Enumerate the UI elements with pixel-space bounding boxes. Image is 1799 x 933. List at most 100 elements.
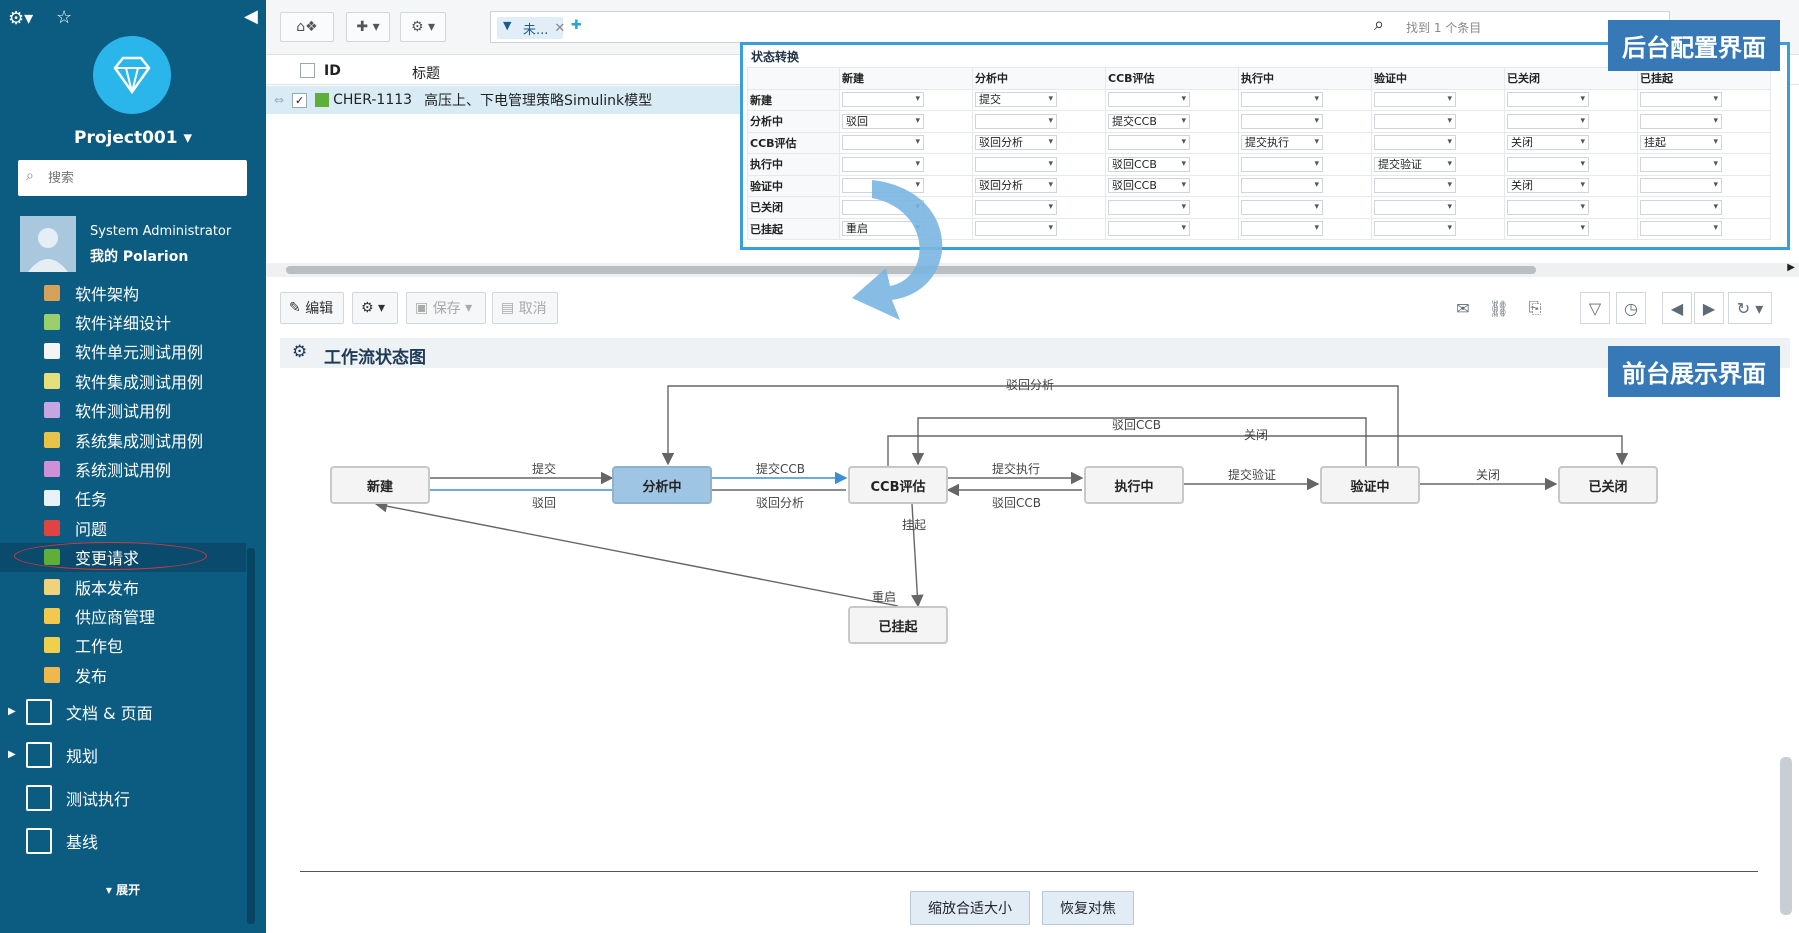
transition-select[interactable] (1108, 199, 1190, 215)
sidebar-item[interactable]: 任务 (0, 484, 246, 513)
sidebar-item[interactable]: 软件测试用例 (0, 396, 246, 425)
sidebar-item[interactable]: 软件架构 (0, 278, 246, 307)
my-polarion-link[interactable]: 我的 Polarion (90, 249, 189, 265)
transition-select[interactable] (1241, 156, 1323, 172)
expand-arrow-icon[interactable]: ▶ (8, 706, 16, 717)
settings-dropdown-icon[interactable]: ⚙ ▾ (400, 12, 446, 42)
collapse-sidebar-icon[interactable]: ◀ (244, 6, 258, 27)
avatar[interactable] (20, 216, 76, 272)
transition-select[interactable] (1507, 156, 1589, 172)
transition-select[interactable] (1108, 135, 1190, 151)
transition-select[interactable] (1507, 113, 1589, 129)
transition-select[interactable] (1374, 135, 1456, 151)
sidebar-section[interactable]: 基线 (0, 819, 246, 862)
sidebar-item[interactable]: 软件单元测试用例 (0, 337, 246, 366)
transition-select[interactable] (975, 221, 1057, 237)
transition-select[interactable] (1108, 221, 1190, 237)
project-selector[interactable]: Project001 ▾ (73, 128, 193, 148)
filter-icon[interactable]: ▽ (1580, 292, 1610, 324)
transition-select[interactable] (1640, 92, 1722, 108)
reset-focus-button[interactable]: 恢复对焦 (1042, 891, 1134, 925)
create-icon[interactable]: ⌂❖ (280, 12, 334, 42)
add-dropdown-icon[interactable]: ✚ ▾ (346, 12, 390, 42)
transition-select[interactable]: 关闭 (1507, 135, 1589, 151)
plus-icon[interactable]: ✚ (571, 18, 582, 33)
node-verify[interactable]: 验证中 (1320, 466, 1420, 504)
transition-select[interactable] (1374, 113, 1456, 129)
sidebar-item[interactable]: 软件详细设计 (0, 307, 246, 336)
node-analysis[interactable]: 分析中 (612, 466, 712, 504)
node-exec[interactable]: 执行中 (1084, 466, 1184, 504)
transition-select[interactable] (1374, 92, 1456, 108)
transition-select[interactable] (1374, 221, 1456, 237)
settings-dropdown-button[interactable]: ⚙ ▾ (352, 292, 398, 324)
transition-select[interactable] (1241, 199, 1323, 215)
next-icon[interactable]: ▶ (1694, 292, 1724, 324)
link-icon[interactable]: ⛓ (1488, 298, 1510, 318)
sidebar-item[interactable]: 发布 (0, 660, 246, 689)
transition-select[interactable] (975, 156, 1057, 172)
transition-select[interactable]: 提交执行 (1241, 135, 1323, 151)
query-chip[interactable]: ▼ 未... ✕ (497, 17, 566, 39)
transition-select[interactable] (842, 156, 924, 172)
transition-select[interactable] (975, 199, 1057, 215)
transition-select[interactable] (842, 92, 924, 108)
sidebar-scrollbar[interactable] (247, 548, 255, 924)
sidebar-item[interactable]: 软件集成测试用例 (0, 366, 246, 395)
transition-select[interactable]: 提交CCB (1108, 113, 1190, 129)
transition-select[interactable]: 驳回分析 (975, 135, 1057, 151)
transition-select[interactable]: 重启 (842, 221, 924, 237)
transition-select[interactable] (1640, 221, 1722, 237)
node-ccb[interactable]: CCB评估 (848, 466, 948, 504)
transition-select[interactable]: 提交 (975, 92, 1057, 108)
node-suspended[interactable]: 已挂起 (848, 606, 948, 644)
sidebar-item[interactable]: 工作包 (0, 631, 246, 660)
sidebar-item[interactable]: 问题 (0, 513, 246, 542)
gear-icon[interactable]: ⚙▾ (8, 8, 34, 29)
transition-select[interactable]: 驳回分析 (975, 178, 1057, 194)
sidebar-item[interactable]: 系统集成测试用例 (0, 425, 246, 454)
row-id[interactable]: CHER-1113 (333, 92, 413, 108)
transition-select[interactable] (1241, 113, 1323, 129)
sidebar-section[interactable]: 测试执行 (0, 776, 246, 819)
sidebar-item[interactable]: 供应商管理 (0, 601, 246, 630)
vertical-scrollbar[interactable] (1780, 757, 1792, 915)
row-title[interactable]: 高压上、下电管理策略Simulink模型 (424, 93, 653, 109)
transition-select[interactable]: 提交验证 (1374, 156, 1456, 172)
node-new[interactable]: 新建 (330, 466, 430, 504)
transition-select[interactable] (1374, 178, 1456, 194)
edit-button[interactable]: ✎ 编辑 (280, 292, 344, 324)
transition-select[interactable] (1374, 199, 1456, 215)
transition-select[interactable]: 挂起 (1640, 135, 1722, 151)
transition-select[interactable] (1640, 113, 1722, 129)
search-icon[interactable]: ⌕ (1374, 14, 1385, 35)
cancel-button[interactable]: ▤ 取消 (492, 292, 558, 324)
transition-select[interactable] (1507, 199, 1589, 215)
star-icon[interactable]: ☆ (56, 7, 73, 28)
transition-select[interactable] (1241, 92, 1323, 108)
scroll-right-icon[interactable]: ▶ (1787, 262, 1795, 273)
horizontal-scrollbar[interactable]: ▶ (266, 262, 1799, 277)
sidebar-section[interactable]: ▶文档 & 页面 (0, 690, 246, 733)
sidebar-search-input[interactable] (48, 160, 238, 196)
transition-select[interactable] (842, 135, 924, 151)
query-input[interactable]: ▼ 未... ✕ ✚ ✕ ▾ (490, 11, 1670, 43)
column-id[interactable]: ID (324, 63, 341, 79)
expand-button[interactable]: ▾ 展开 (105, 883, 141, 897)
attachment-icon[interactable]: ⎘ (1528, 298, 1542, 317)
previous-icon[interactable]: ◀ (1662, 292, 1692, 324)
transition-select[interactable] (1241, 221, 1323, 237)
transition-select[interactable] (1507, 221, 1589, 237)
horizontal-scrollbar-thumb[interactable] (286, 266, 1536, 274)
transition-select[interactable] (1507, 92, 1589, 108)
close-icon[interactable]: ✕ (554, 20, 566, 36)
history-icon[interactable]: ◷ (1616, 292, 1646, 324)
transition-select[interactable] (975, 113, 1057, 129)
row-checkbox[interactable]: ✓ (292, 92, 308, 108)
sidebar-item[interactable]: 版本发布 (0, 572, 246, 601)
expand-arrow-icon[interactable]: ▶ (8, 749, 16, 760)
transition-select[interactable] (1241, 178, 1323, 194)
refresh-icon[interactable]: ↻ ▾ (1728, 292, 1772, 324)
transition-select[interactable]: 驳回CCB (1108, 178, 1190, 194)
select-all-checkbox[interactable] (300, 63, 315, 78)
